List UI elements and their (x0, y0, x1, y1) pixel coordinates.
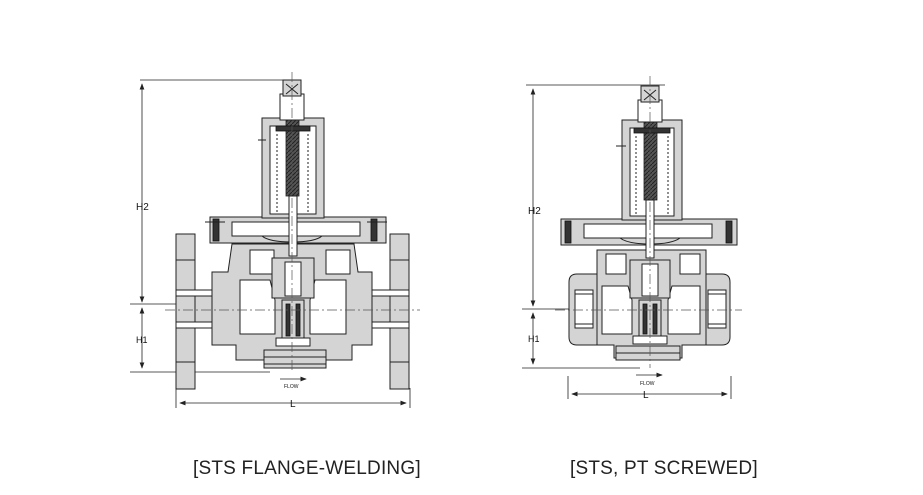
h1-dimension-line-right (522, 312, 640, 369)
left-flange (175, 233, 218, 390)
right-flange (367, 233, 410, 390)
flange-welding-valve-drawing: H2 H1 L (130, 72, 420, 410)
stem-and-seat (271, 195, 315, 347)
pt-screwed-caption: [STS, PT SCREWED] (570, 458, 758, 479)
l-dimension-line-right (567, 376, 732, 399)
h1-label-right: H1 (528, 334, 540, 344)
l-label: L (290, 399, 296, 410)
h1-dimension-line (130, 307, 270, 373)
screwed-end-left (568, 273, 598, 346)
flow-label: FLOW (284, 384, 299, 390)
diaphragm-housing (205, 216, 387, 244)
screwed-end-right (705, 273, 731, 346)
h2-label-right: H2 (528, 206, 541, 217)
h2-dimension-line (130, 79, 300, 305)
l-label-right: L (643, 390, 649, 401)
flange-welding-caption: [STS FLANGE-WELDING] (193, 458, 421, 479)
bonnet (258, 79, 325, 219)
h2-dimension-line-right (522, 84, 665, 310)
l-dimension-line (175, 388, 411, 408)
bonnet-right (616, 85, 683, 221)
h1-label: H1 (136, 335, 148, 345)
h2-label: H2 (136, 202, 149, 213)
flow-label-right: FLOW (640, 381, 655, 387)
pt-screwed-valve-drawing: H2 H1 L (522, 76, 742, 401)
